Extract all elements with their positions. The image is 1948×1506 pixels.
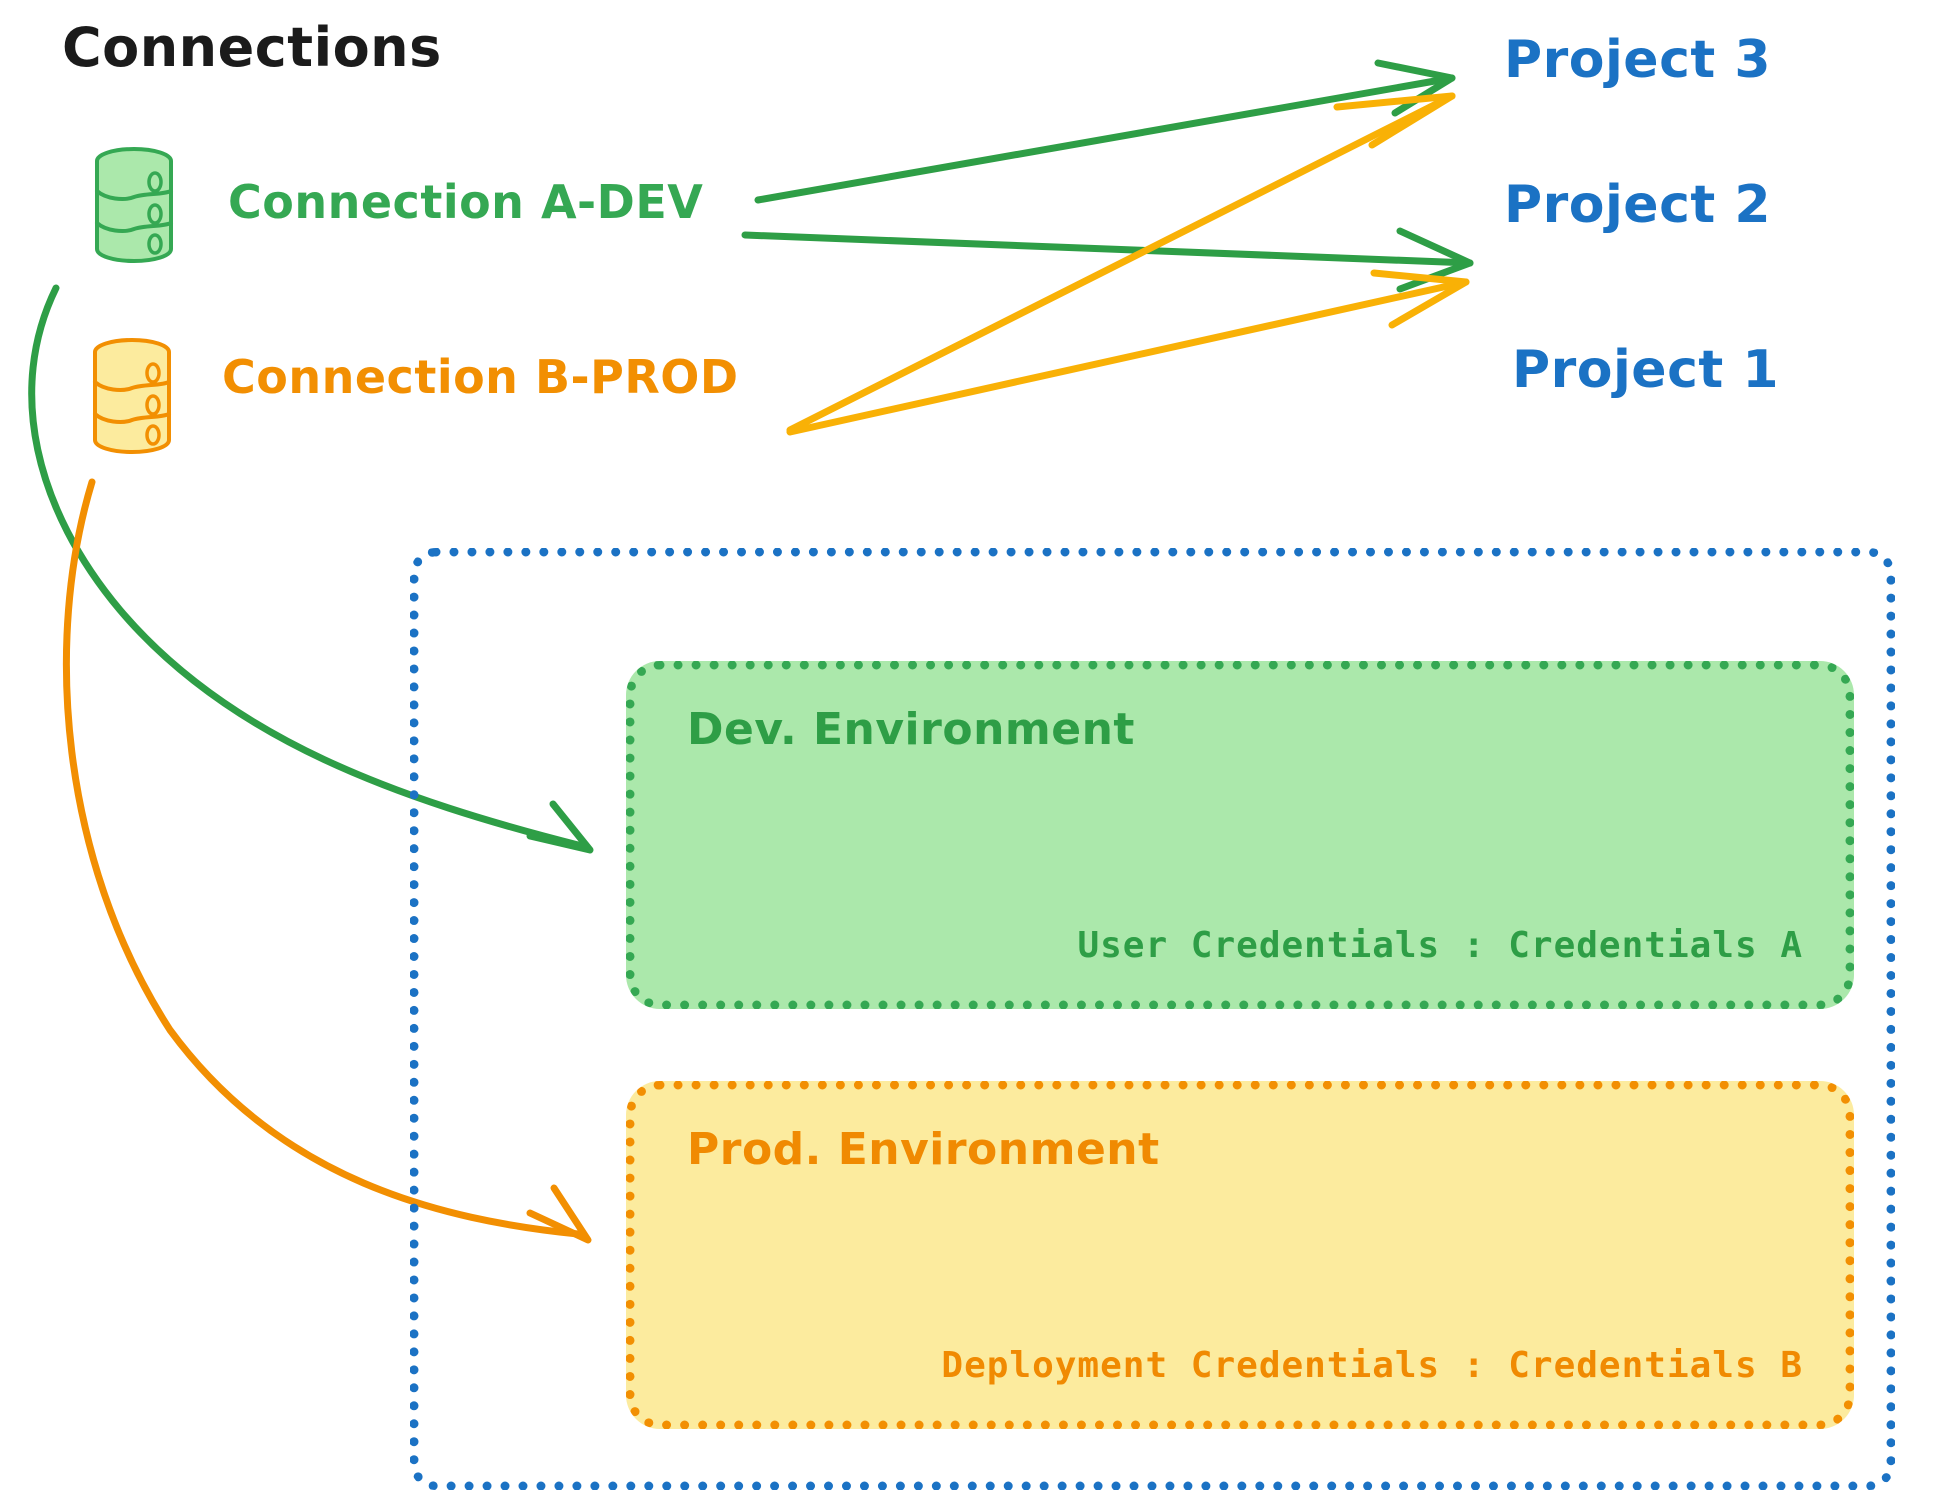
prod-environment-box[interactable]: Prod. Environment Deployment Credentials…	[626, 1081, 1854, 1429]
connection-label-a-dev[interactable]: Connection A-DEV	[228, 175, 704, 229]
project-label-2[interactable]: Project 2	[1504, 175, 1772, 235]
dev-environment-credentials: User Credentials : Credentials A	[1077, 925, 1803, 966]
arrow-conn-b-to-project-2	[786, 269, 1470, 436]
project-label-3[interactable]: Project 3	[1504, 30, 1772, 90]
database-icon[interactable]	[88, 145, 180, 265]
prod-environment-credentials: Deployment Credentials : Credentials B	[941, 1345, 1803, 1386]
database-icon[interactable]	[86, 336, 178, 456]
connection-label-b-prod[interactable]: Connection B-PROD	[222, 350, 739, 404]
dev-environment-box[interactable]: Dev. Environment User Credentials : Cred…	[626, 661, 1854, 1009]
dev-environment-title: Dev. Environment	[687, 704, 1135, 755]
arrow-conn-a-to-project-2	[741, 227, 1474, 293]
arrow-conn-a-to-project-3	[754, 59, 1456, 204]
project-label-1[interactable]: Project 1	[1512, 340, 1780, 400]
arrow-conn-b-to-project-3	[786, 92, 1456, 434]
project-1-container: Dev. Environment User Credentials : Cred…	[410, 548, 1895, 1490]
prod-environment-title: Prod. Environment	[687, 1124, 1160, 1175]
page-title: Connections	[62, 16, 442, 79]
